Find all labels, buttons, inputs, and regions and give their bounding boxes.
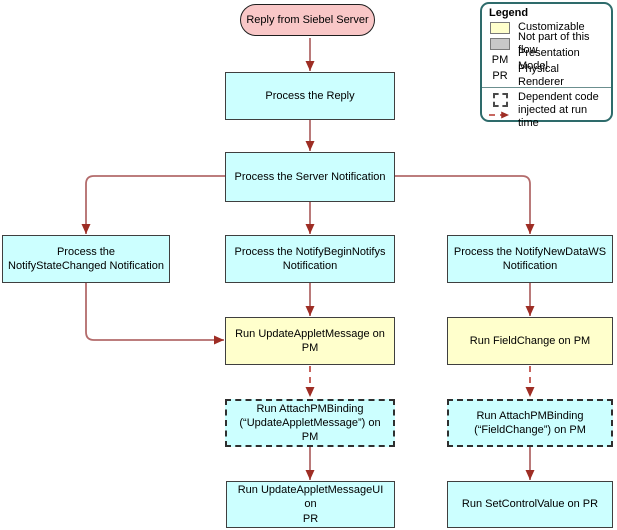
node-process-notify-new-data-ws: Process the NotifyNewDataWS Notification — [447, 235, 613, 283]
arrow-server-to-notify-state-changed — [81, 175, 225, 234]
arrow-server-to-notify-new-data-ws — [395, 175, 535, 234]
legend-title: Legend — [489, 7, 529, 19]
legend-dependent-label: Dependent code injected at run time — [518, 91, 599, 130]
legend-customizable-label: Customizable — [518, 21, 585, 34]
node-process-notify-state-changed: Process the NotifyStateChanged Notificat… — [2, 235, 170, 283]
node-process-notify-begin-notifys: Process the NotifyBeginNotifys Notificat… — [225, 235, 395, 283]
legend-pr-abbr: PR — [492, 70, 508, 82]
not-in-flow-swatch-icon — [490, 38, 510, 50]
legend-item-dependent-code: Dependent code injected at run time — [489, 91, 605, 131]
node-process-the-reply: Process the Reply — [225, 72, 395, 120]
node-run-update-applet-message: Run UpdateAppletMessage on PM — [225, 317, 395, 365]
node-run-attach-pm-binding-field-change: Run AttachPMBinding (“FieldChange”) on P… — [447, 399, 613, 447]
dashed-arrow-icon — [489, 111, 509, 119]
node-process-server-notification: Process the Server Notification — [225, 152, 395, 202]
node-run-field-change: Run FieldChange on PM — [447, 317, 613, 365]
node-run-attach-pm-binding-update-applet-message: Run AttachPMBinding (“UpdateAppletMessag… — [225, 399, 395, 447]
dashed-box-icon — [492, 93, 508, 107]
legend: Legend Customizable Not part of this flo… — [480, 2, 613, 129]
legend-pm-label: Presentation Model — [518, 46, 580, 72]
node-reply-from-siebel-server: Reply from Siebel Server — [240, 4, 375, 36]
legend-item-not-in-flow: Not part of this flow — [489, 31, 605, 56]
legend-not-in-flow-label: Not part of this flow — [518, 30, 590, 56]
legend-divider — [482, 87, 611, 88]
legend-pr-label: Physical Renderer — [518, 62, 564, 88]
customizable-swatch-icon — [490, 22, 510, 34]
legend-item-pr: PR Physical Renderer — [489, 63, 605, 88]
node-run-update-applet-message-ui: Run UpdateAppletMessageUI on PR — [226, 481, 395, 528]
legend-pm-abbr: PM — [491, 54, 509, 66]
arrow-notify-state-changed-to-update-applet-message — [85, 283, 224, 345]
legend-item-pm: PM Presentation Model — [489, 47, 605, 72]
legend-item-customizable: Customizable — [489, 21, 605, 35]
node-run-set-control-value: Run SetControlValue on PR — [447, 481, 613, 528]
